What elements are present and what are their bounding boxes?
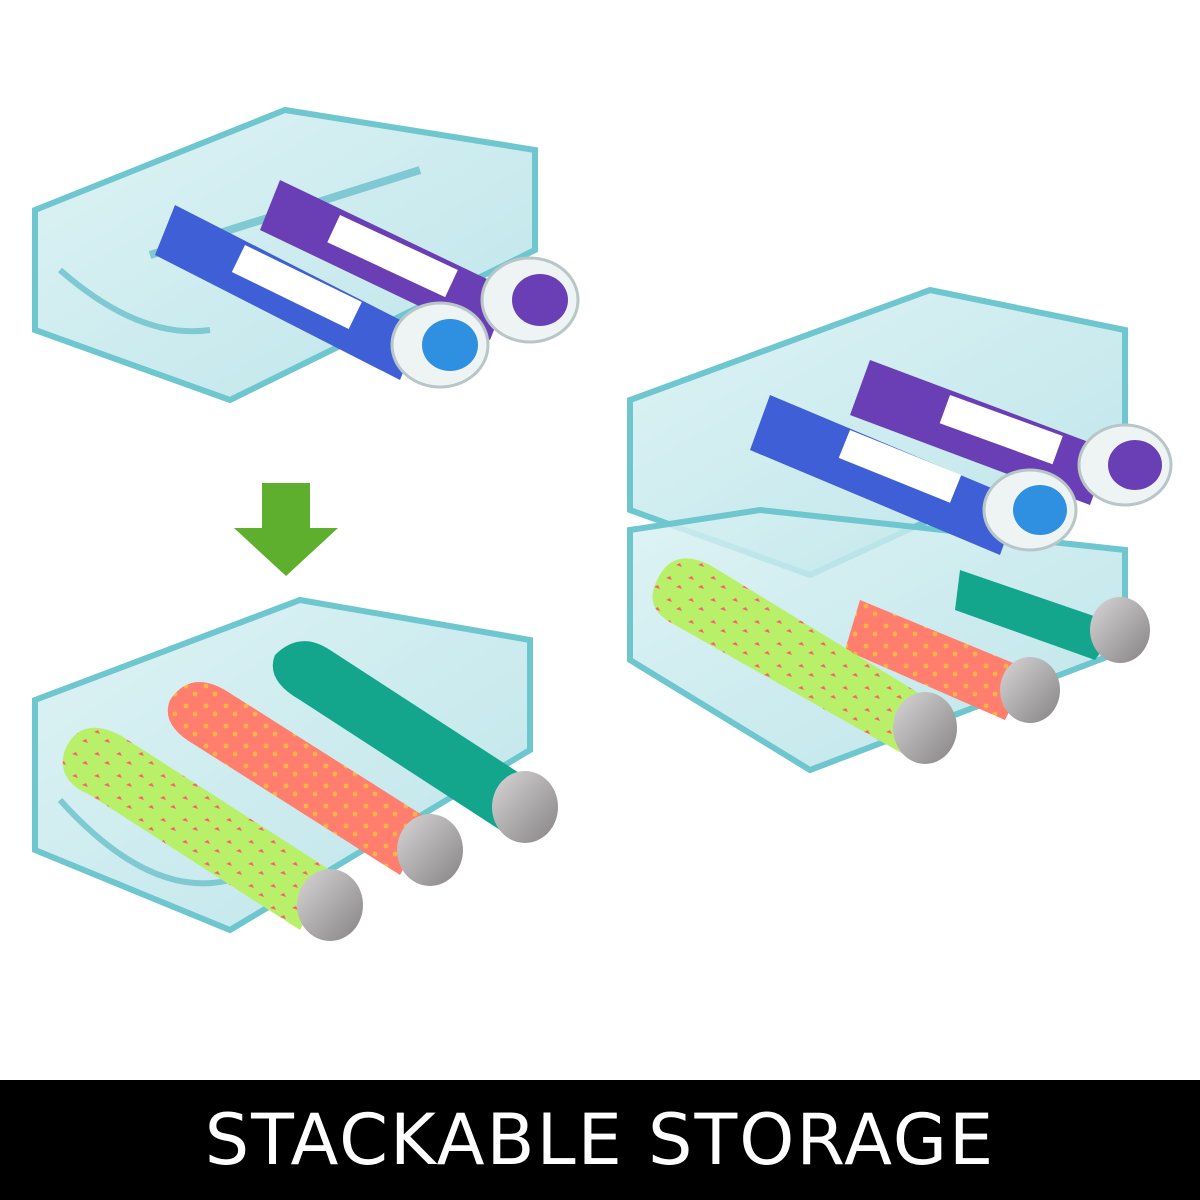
bottle-purple-top-left <box>260 180 580 344</box>
bottle-teal-right <box>955 570 1150 663</box>
caption-bar: STACKABLE STORAGE <box>0 1080 1200 1200</box>
caption-text: STACKABLE STORAGE <box>204 1099 996 1181</box>
bottle-coral-bottom-left <box>167 682 463 886</box>
bottle-lime-bottom-left <box>62 727 363 941</box>
bottle-coral-right <box>845 600 1060 723</box>
bottle-purple-right <box>850 360 1173 507</box>
bottle-lime-right <box>652 558 957 764</box>
product-illustration <box>32 106 1173 941</box>
bottle-teal-bottom-left <box>272 641 558 843</box>
bottle-blue-right <box>750 395 1078 555</box>
bottle-blue-top-left <box>155 205 490 389</box>
down-arrow-icon <box>234 483 338 576</box>
